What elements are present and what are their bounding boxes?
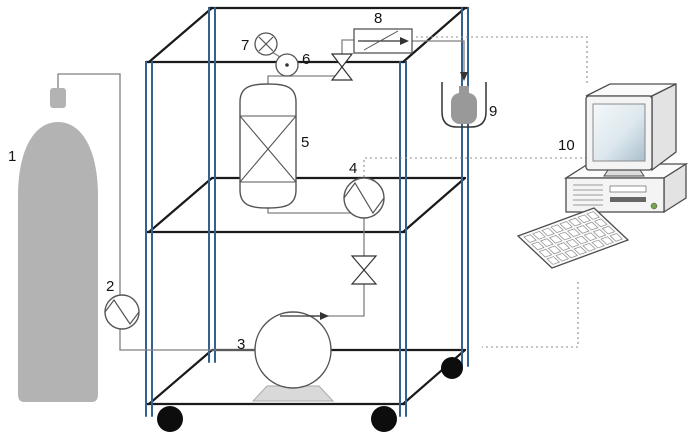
label-5: 5 bbox=[301, 134, 309, 151]
keyboard-key bbox=[577, 214, 591, 224]
keyboard-key bbox=[559, 221, 573, 230]
keyboard-key bbox=[531, 241, 545, 251]
flow-arrow bbox=[400, 37, 409, 45]
keyboard-key bbox=[573, 246, 587, 255]
keyboard-key bbox=[558, 231, 572, 241]
label-2: 2 bbox=[106, 278, 114, 295]
pipe-cylinder-to-hx2 bbox=[57, 73, 121, 295]
cylinder-body bbox=[18, 122, 98, 402]
keyboard-key bbox=[550, 224, 564, 234]
keyboard-key bbox=[567, 228, 581, 238]
keyboard-key bbox=[592, 229, 607, 238]
monitor-stand bbox=[603, 169, 645, 177]
wheel-front-right bbox=[371, 406, 397, 432]
keyboard-key bbox=[565, 238, 580, 248]
keyboard-key bbox=[532, 230, 546, 240]
keyboard-key bbox=[574, 235, 589, 245]
pipe-column-to-top-valve bbox=[267, 75, 342, 84]
hx4-coil bbox=[343, 181, 385, 215]
vessel-holder bbox=[441, 82, 487, 128]
cylinder-neck bbox=[50, 88, 66, 108]
indicator-dot bbox=[275, 53, 299, 77]
keyboard-key bbox=[582, 242, 596, 252]
collection-vessel bbox=[441, 72, 487, 128]
pump-body bbox=[254, 311, 332, 389]
signal-lines bbox=[363, 36, 588, 348]
keyboard-key bbox=[591, 239, 605, 249]
keyboard-key bbox=[547, 245, 562, 255]
label-9: 9 bbox=[489, 103, 497, 120]
flow-controller bbox=[353, 28, 413, 54]
drive-bay bbox=[610, 197, 646, 202]
keyboard-key bbox=[546, 256, 560, 265]
keyboard-key bbox=[556, 242, 571, 251]
labels: 1 2 3 4 5 6 7 8 9 10 bbox=[8, 10, 575, 353]
hx2-coil bbox=[104, 298, 140, 326]
keyboard-key bbox=[594, 218, 608, 228]
vial-neck bbox=[459, 86, 469, 95]
wheel-back-right bbox=[441, 357, 463, 379]
heat-exchanger-4 bbox=[343, 177, 385, 219]
gas-cylinder bbox=[18, 88, 98, 402]
keyboard-key bbox=[549, 234, 563, 244]
packed-column bbox=[239, 83, 297, 209]
keyboard bbox=[516, 207, 630, 269]
power-led bbox=[650, 202, 658, 210]
monitor-side bbox=[651, 82, 677, 172]
valve-upper bbox=[330, 53, 354, 81]
keyboard-key bbox=[600, 236, 614, 246]
label-10: 10 bbox=[558, 137, 575, 154]
label-3: 3 bbox=[237, 336, 245, 353]
keyboard-key bbox=[601, 225, 616, 235]
column-packing bbox=[239, 115, 297, 183]
indicator-dot-center bbox=[285, 63, 289, 67]
label-8: 8 bbox=[374, 10, 382, 27]
label-6: 6 bbox=[302, 51, 310, 68]
valve-lower bbox=[350, 255, 378, 285]
label-1: 1 bbox=[8, 148, 16, 165]
frame-posts bbox=[145, 7, 469, 417]
keyboard-key bbox=[523, 234, 537, 243]
vial-body bbox=[451, 93, 477, 124]
indicator-cross bbox=[254, 32, 278, 56]
computer bbox=[516, 82, 689, 269]
signal-computer-to-cart bbox=[482, 282, 579, 348]
keyboard-key bbox=[586, 211, 600, 220]
keyboard-key bbox=[555, 252, 569, 262]
keyboard-key bbox=[538, 248, 553, 258]
keyboard-key bbox=[609, 233, 623, 242]
keyboard-key bbox=[564, 249, 578, 259]
monitor-screen bbox=[592, 103, 646, 162]
process-piping bbox=[57, 39, 465, 351]
flow-controller-slash bbox=[363, 30, 399, 51]
pump-flow-arrow bbox=[320, 312, 329, 320]
keyboard-key bbox=[568, 217, 582, 227]
pipe-controller-to-vessel bbox=[412, 40, 465, 72]
keyboard-key bbox=[585, 221, 599, 231]
label-4: 4 bbox=[349, 160, 357, 177]
column-shell bbox=[239, 83, 297, 209]
cart-wheels bbox=[157, 357, 463, 432]
heat-exchanger-2 bbox=[104, 294, 140, 330]
pipe-pump-to-valve bbox=[280, 284, 365, 317]
label-7: 7 bbox=[241, 37, 249, 54]
pipe-hx2-to-pump bbox=[119, 329, 255, 351]
keyboard-key bbox=[583, 232, 598, 242]
pump bbox=[251, 311, 335, 402]
case-vents bbox=[573, 184, 603, 206]
keyboard-keys bbox=[523, 211, 623, 265]
keyboard-key bbox=[540, 238, 554, 247]
wheel-front-left bbox=[157, 406, 183, 432]
keyboard-key bbox=[541, 227, 555, 237]
floppy-slot bbox=[609, 185, 647, 193]
pipe-valve-to-controller bbox=[341, 39, 354, 54]
vessel-inlet-arrow bbox=[460, 72, 468, 81]
signal-hx4-to-computer bbox=[363, 157, 586, 177]
signal-controller-to-computer bbox=[416, 36, 588, 83]
keyboard-key bbox=[576, 225, 590, 234]
